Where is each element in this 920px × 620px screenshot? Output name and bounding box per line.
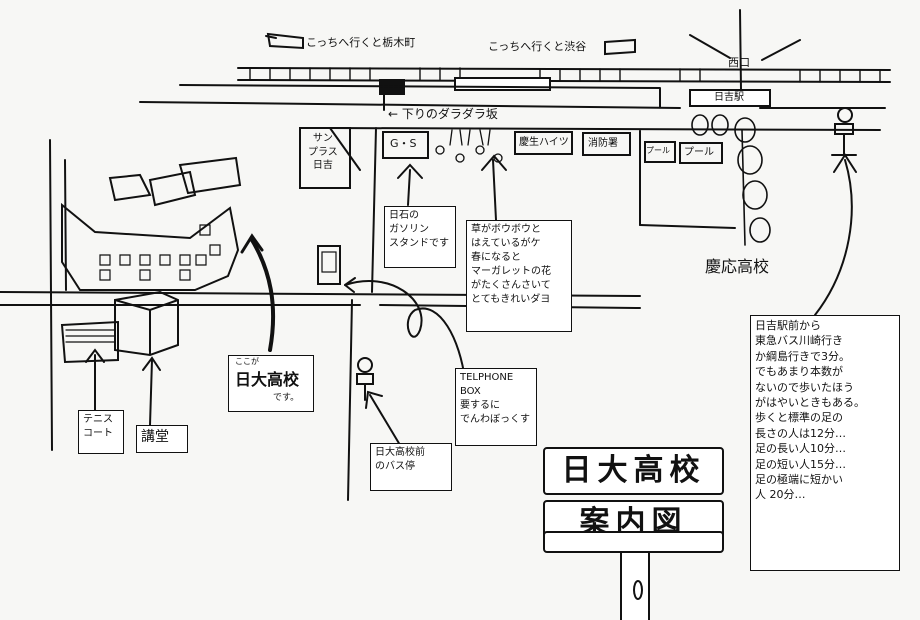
tennis-court-icon [60,320,119,364]
nichidai-desu: です。 [273,393,300,403]
tennis-court-label: テニス コート [78,410,124,454]
block-fire-station [582,132,631,156]
arrow-to-phone-head [344,277,356,293]
gas-station-note: 日石の ガソリン スタンドです [384,206,456,268]
bus-stop-icon-station [831,107,857,156]
hiyoshi-station-building [689,89,771,107]
bus-stop-icon-school [356,357,374,401]
downhill-slope-label: ← 下りのダラダラ坂 [388,107,498,121]
block-pool-b [679,142,723,164]
arrow-to-phone [344,280,466,381]
arrow-to-bus-info [814,153,857,316]
keio-label: 慶応高校 [705,257,770,276]
block-apartment [514,131,573,155]
direction-shibuya: こっちへ行くと渋谷 [488,40,587,53]
pointing-hand-icon-left [265,32,304,50]
signboard-post [620,551,650,620]
arrow-to-school-head [240,233,264,254]
nichidai-ruby: ここが [235,357,259,366]
block-sun-plaza-diag [329,127,361,171]
auditorium-building [114,290,179,357]
road-upper [139,84,886,109]
arrow-to-flowers [481,154,507,221]
bus-stop-note: 日大高校前 のバス停 [370,443,452,491]
block-pool-a [644,141,676,163]
sign-bottom-plank [543,531,724,553]
arrow-to-auditorium [142,356,161,426]
sun-plaza-label: サン プラス 日吉 [308,133,338,171]
arrow-to-gs [397,163,423,206]
phone-box-icon [317,245,341,285]
sign-title-line1: 日大高校 [543,447,724,495]
nichidai-callout: ここが 日大高校 です。 [228,355,314,412]
road-slope [329,127,881,293]
road-nishiguchi [689,9,801,91]
gas-station-label: G・S [390,137,417,150]
nichidai-label: 日大高校 [235,370,300,389]
nishiguchi-label: 西口 [728,56,750,69]
apartment-label: 慶生ハイツ [519,137,569,148]
bus-access-note: 日吉駅前から 東急バス川崎行き か綱島行きで3分。 でもあまり本数が ないので歩… [750,315,900,571]
pool-label-b: プール [684,147,714,158]
auditorium-label: 講堂 [136,425,188,453]
road-main [0,224,736,309]
arrow-to-bus-stop [365,390,401,446]
arrow-to-school [250,238,276,352]
pointing-hand-icon-right [604,38,636,56]
tree-row [691,114,771,246]
hiyoshi-station-label: 日吉駅 [714,92,744,103]
arrow-to-tennis [85,348,105,411]
fire-station-label: 消防署 [588,138,618,149]
railway [237,67,891,83]
flower-note: 草がボウボウと はえているがケ 春になると マーガレットの花 がたくさんさいて … [466,220,572,332]
phone-box-note: TELPHONE BOX 要するに でんわぼっくす [455,368,537,446]
block-gs [382,131,429,159]
school-buildings [61,156,242,291]
pool-label-a: プール [646,146,670,155]
block-sun-plaza [299,127,351,189]
direction-tochinokicho: こっちへ行くと栃木町 [306,36,416,49]
